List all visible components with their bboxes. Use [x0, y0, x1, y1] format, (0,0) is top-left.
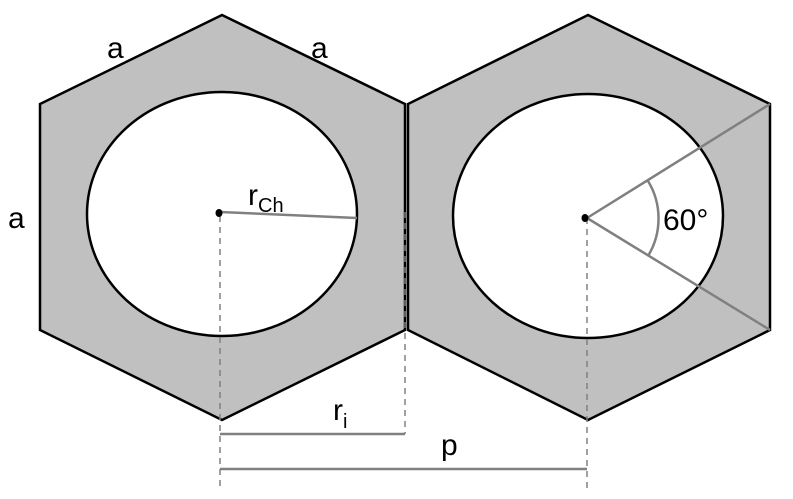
pitch-label: p	[441, 429, 458, 462]
channel-radius-subscript: Ch	[258, 195, 284, 217]
side-label-left: a	[8, 202, 25, 235]
inner-radius-label: ri	[333, 394, 347, 433]
angle-arc	[646, 180, 660, 257]
inner-radius-subscript: i	[343, 411, 347, 433]
channel-radius-line	[219, 210, 358, 220]
angle-line-lower	[586, 216, 771, 332]
channel-radius-label: rCh	[248, 179, 284, 217]
angle-label: 60°	[663, 204, 708, 237]
angle-line-upper	[586, 102, 771, 220]
side-label-top-right: a	[311, 32, 328, 65]
channel-radius-symbol: r	[248, 179, 258, 212]
left-center-dot	[215, 209, 223, 217]
side-label-top-left: a	[107, 32, 124, 65]
inner-radius-symbol: r	[333, 394, 343, 427]
right-center-dot	[581, 214, 589, 222]
